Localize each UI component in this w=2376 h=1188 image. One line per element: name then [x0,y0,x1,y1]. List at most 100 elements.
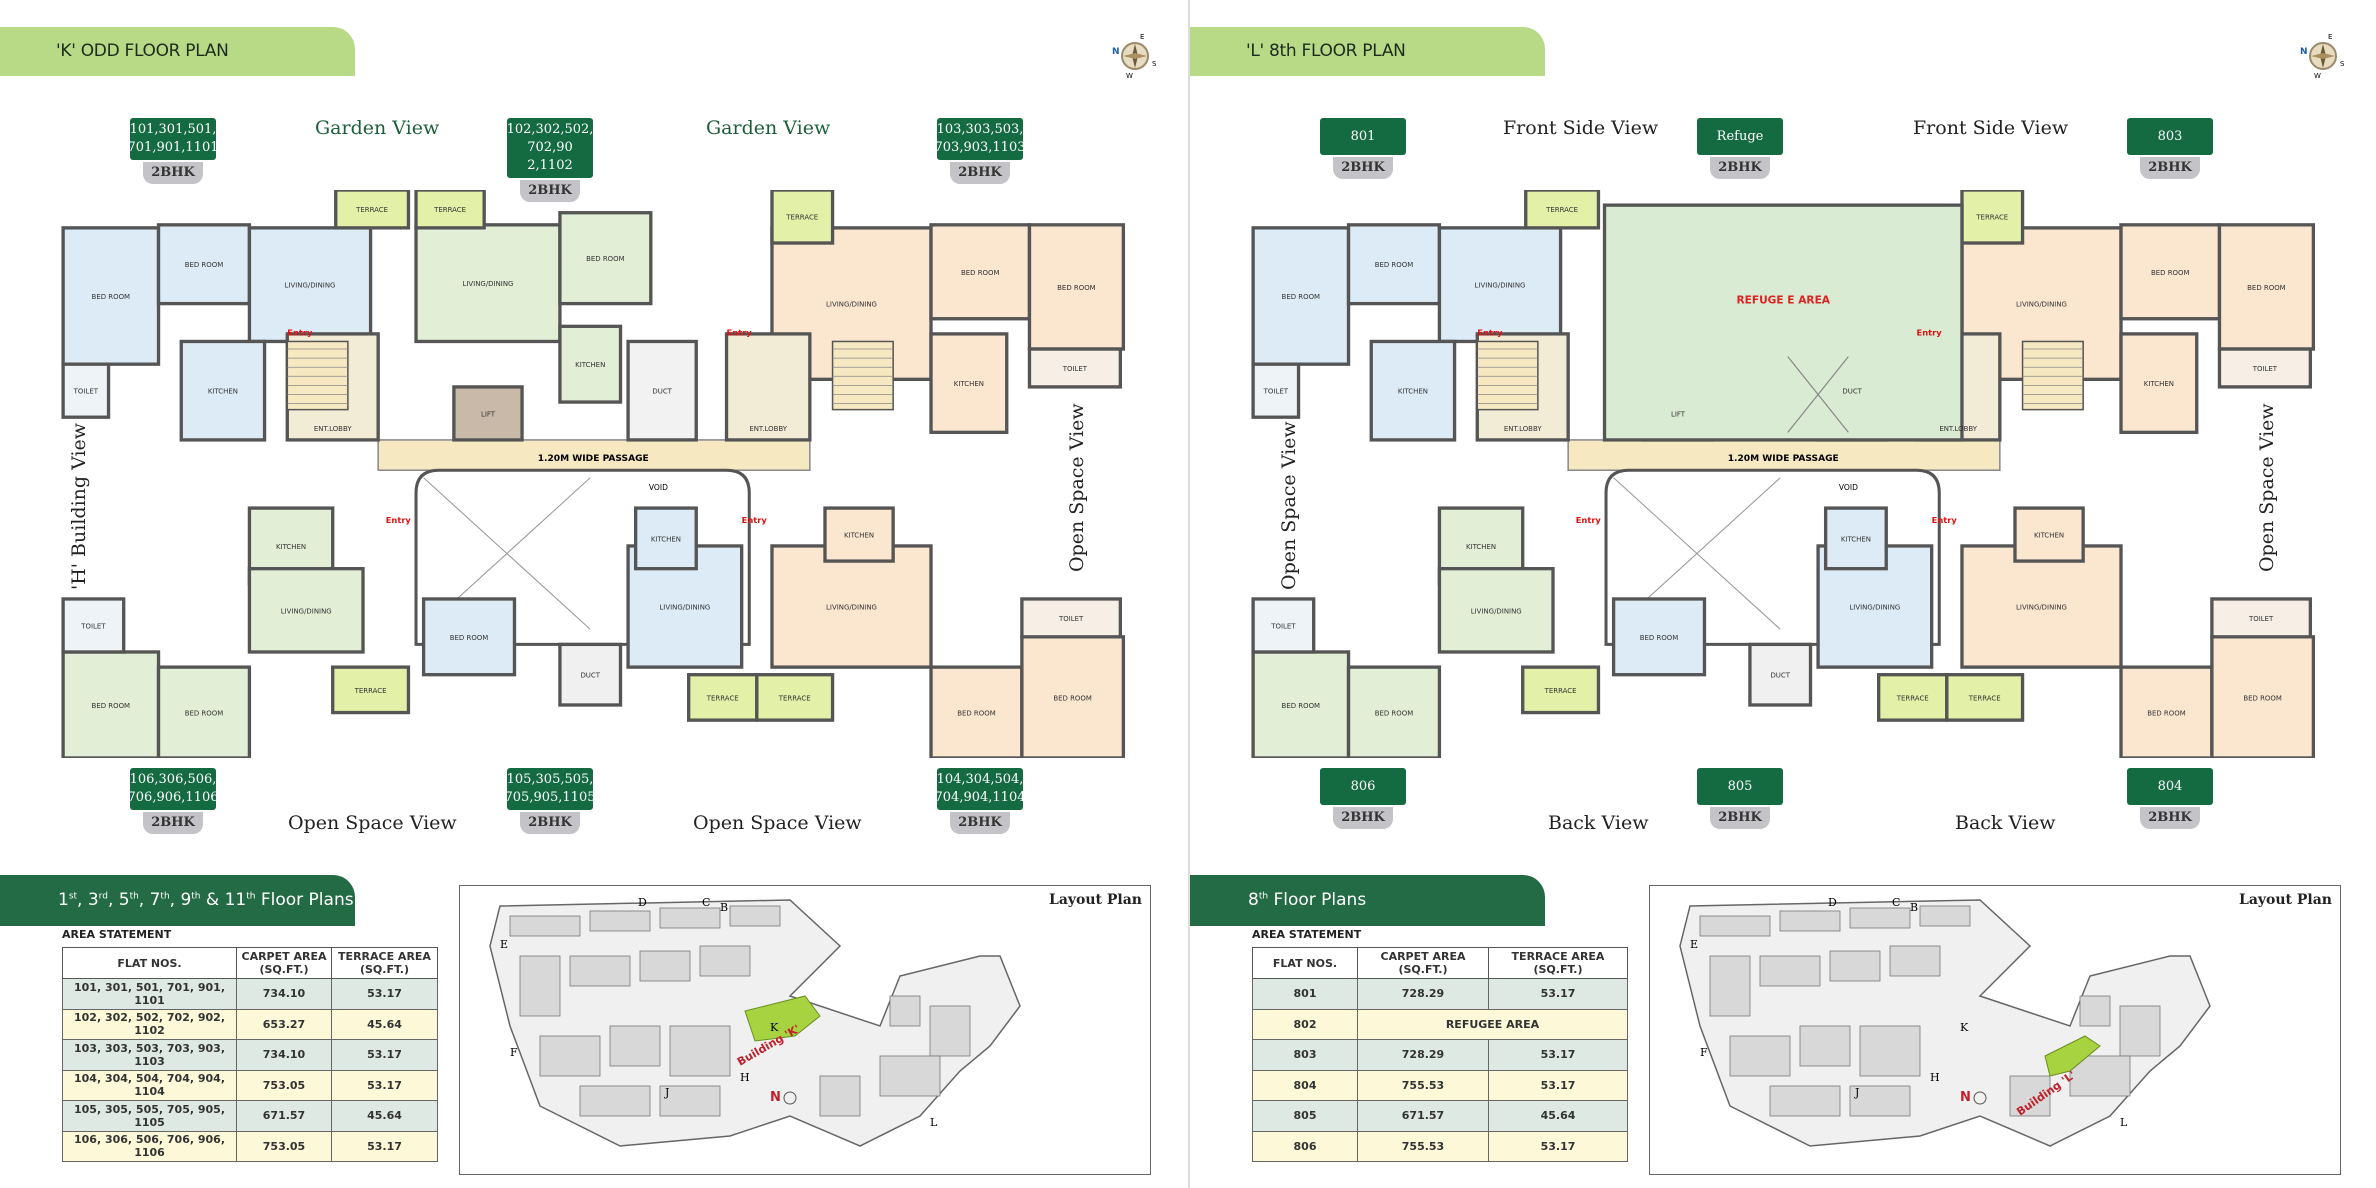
room-label-kitchen: KITCHEN [1841,535,1871,543]
site-building-block [569,955,631,987]
flat-type: 2BHK [1710,157,1770,179]
carpet-area-cell: 728.29 [1357,978,1489,1010]
area-statement-table: FLAT NOS.CARPET AREA (SQ.FT.)TERRACE ARE… [62,947,438,1162]
flat-numbers: 801 [1320,118,1406,155]
flat-nos-cell: 106, 306, 506, 706, 906, 1106 [62,1130,237,1162]
room-living [1437,567,1555,654]
room-label-lift: LIFT [481,410,496,418]
site-building-block [1759,955,1821,987]
site-building-block [2119,1005,2161,1057]
carpet-area-cell: 755.53 [1357,1069,1489,1101]
site-building-block [1699,915,1771,937]
room-label-lobby: ENT.LOBBY [749,425,787,433]
site-building-block [1919,905,1971,927]
staircase [286,340,349,411]
flat-nos-cell: 104, 304, 504, 704, 904, 1104 [62,1069,237,1101]
floor-plans-heading: 8th Floor Plans [1190,875,1545,926]
room-living [1960,544,2123,669]
room-bedroom [1346,223,1442,306]
flat-type: 2BHK [520,180,580,202]
void-label: VOID [1839,483,1858,492]
block-letter-label: E [1690,938,1698,951]
block-letter-label: B [1910,901,1918,914]
room-label-kitchen: KITCHEN [208,388,238,396]
terrace-area-cell: 53.17 [331,1130,438,1162]
terrace-area-cell: 53.17 [331,1069,438,1101]
carpet-area-cell: 734.10 [236,1039,332,1071]
site-building-block [819,1075,861,1117]
site-building-block [1829,950,1881,982]
room-label-bedroom: BED ROOM [450,634,489,642]
void-label: VOID [649,483,668,492]
entry-label: Entry [1917,327,1943,337]
room-bedroom [558,211,653,306]
site-building-block [1709,955,1751,1017]
room-bedroom [1027,223,1126,351]
flat-numbers: 805 [1697,768,1783,805]
room-label-duct: DUCT [1842,388,1862,396]
room-label-living: LIVING/DINING [1849,604,1900,612]
room-label-kitchen: KITCHEN [954,380,984,388]
staircase [2021,340,2084,411]
entry-label: Entry [1576,515,1602,525]
room-bedroom [1346,665,1442,758]
header-flat-nos: FLAT NOS. [62,947,237,979]
page-title: 'L' 8th FLOOR PLAN [1190,27,1545,76]
room-label-living: LIVING/DINING [659,604,710,612]
flat-nos-cell: 804 [1252,1069,1358,1101]
block-letter-label: E [500,938,508,951]
flat-numbers: 106,306,506, 706,906,1106 [128,768,219,810]
passage-label: 1.20M WIDE PASSAGE [538,454,649,464]
area-statement-table: FLAT NOS.CARPET AREA (SQ.FT.)TERRACE ARE… [1252,947,1628,1162]
flat-type: 2BHK [950,812,1010,834]
header-carpet-area: CARPET AREA (SQ.FT.) [1357,947,1489,979]
block-letter-label: L [930,1116,938,1129]
compass-east-label: E [1140,33,1144,41]
site-building-block [1799,1025,1851,1067]
view-label-top-right: Garden View [706,117,831,139]
room-label-toilet: TOILET [80,622,106,630]
site-building-block [539,1035,601,1077]
room-label-kitchen: KITCHEN [2034,532,2064,540]
north-arrow-icon [1973,1091,1987,1105]
entry-label: Entry [287,327,313,337]
block-letter-label: C [1892,896,1900,909]
room-terrace [755,673,835,722]
flat-nos-cell: 102, 302, 502, 702, 902, 1102 [62,1008,237,1040]
room-label-bedroom: BED ROOM [2247,284,2286,292]
room-bedroom [2119,223,2222,321]
page-title: 'K' ODD FLOOR PLAN [0,27,355,76]
room-living [247,567,365,654]
room-label-living: LIVING/DINING [1475,282,1526,290]
view-label-top-left: Front Side View [1503,117,1659,139]
room-bedroom [2217,223,2316,351]
floor-plans-heading: 1st, 3rd, 5th, 7th, 9th & 11th Floor Pla… [0,875,355,926]
site-building-block [509,915,581,937]
room-label-bedroom: BED ROOM [1375,710,1414,718]
flat-nos-cell: 805 [1252,1100,1358,1132]
room-bedroom [156,665,252,758]
compass-south-label: S [2340,60,2345,68]
refuge-area [1602,203,1964,442]
area-statement-label: AREA STATEMENT [62,928,172,941]
flat-nos-cell: 806 [1252,1130,1358,1162]
terrace-area-cell: 53.17 [331,978,438,1010]
duct-cross [1787,356,1849,433]
layout-plan-title: Layout Plan [2238,892,2332,908]
header-terrace-area: TERRACE AREA (SQ.FT.) [331,947,438,979]
k-odd-floor-plan-page: 'K' ODD FLOOR PLAN N E S W 101,301,501, … [0,27,1157,1175]
room-bedroom [2119,665,2214,758]
flat-numbers: 105,305,505, 705,905,1105 [505,768,596,810]
room-terrace [1877,673,1949,722]
room-label-kitchen: KITCHEN [651,535,681,543]
flat-nos-cell: 101, 301, 501, 701, 901, 1101 [62,978,237,1010]
site-building-block [729,905,781,927]
room-label-kitchen: KITCHEN [276,543,306,551]
terrace-area-cell: 53.17 [1488,1130,1628,1162]
flat-nos-cell: 803 [1252,1039,1358,1071]
